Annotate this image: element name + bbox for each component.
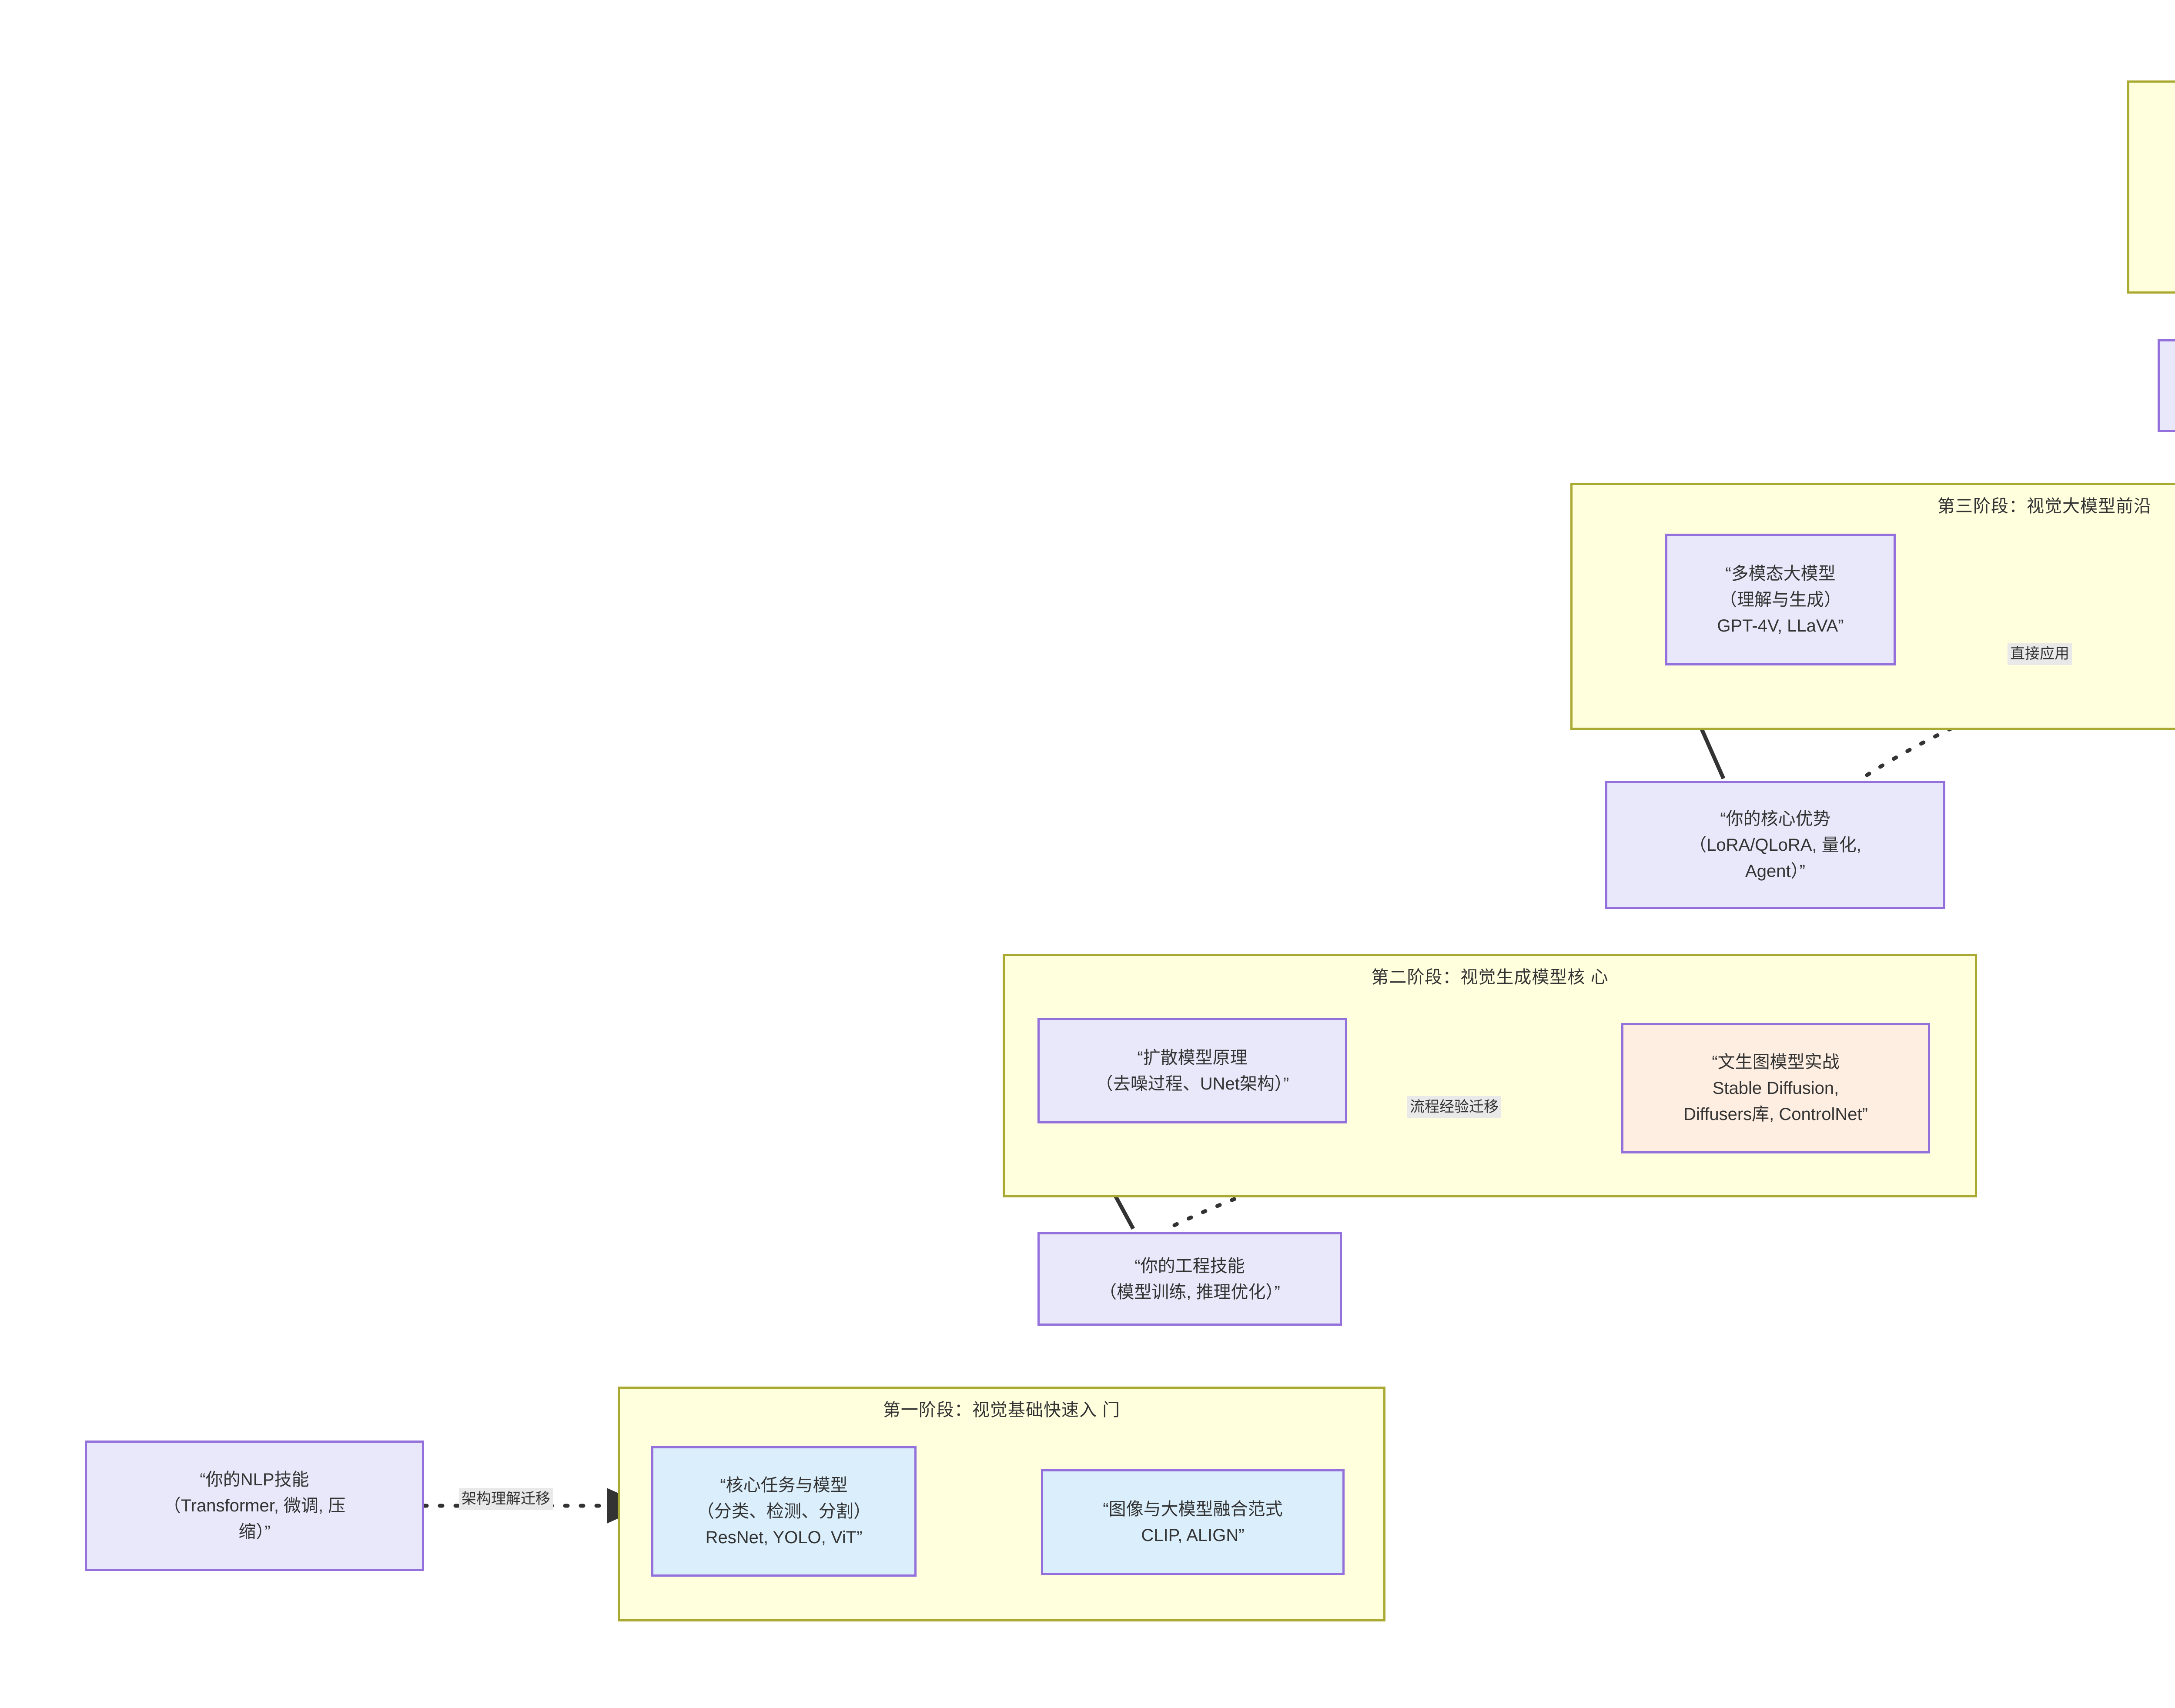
cluster-stage4: 第四阶段：项目与融合应用 [2127,80,2175,294]
node-diffusion-theory[interactable]: “扩散模型原理 （去噪过程、UNet架构）” [1037,1018,1347,1123]
node-multimodal-llm-line2: （理解与生成） [1720,590,1841,609]
node-core-advantage-line2: （LoRA/QLoRA, 量化, [1689,835,1861,855]
node-core-tasks-line3: ResNet, YOLO, ViT” [705,1528,863,1547]
node-image-llm-fusion-line2: CLIP, ALIGN” [1141,1525,1245,1545]
node-core-advantage-line3: Agent）” [1745,861,1805,881]
cluster-stage2-title: 第二阶段：视觉生成模型核 心 [1005,965,1975,990]
node-unique-edge[interactable]: “你的独特竞争力 （多模态, 低代码, Agent）” [2158,339,2175,432]
node-eng-skills[interactable]: “你的工程技能 （模型训练, 推理优化）” [1037,1232,1342,1326]
node-nlp-skills[interactable]: “你的NLP技能 （Transformer, 微调, 压 缩）” [85,1441,424,1571]
node-core-tasks[interactable]: “核心任务与模型 （分类、检测、分割） ResNet, YOLO, ViT” [651,1446,917,1577]
stage1-title-line2: 门 [1102,1400,1121,1420]
node-t2i-practice-line2: Stable Diffusion, [1712,1079,1839,1098]
node-t2i-practice[interactable]: “文生图模型实战 Stable Diffusion, Diffusers库, C… [1621,1023,1930,1153]
cluster-stage4-title: 第四阶段：项目与融合应用 [2129,91,2175,117]
node-core-advantage[interactable]: “你的核心优势 （LoRA/QLoRA, 量化, Agent）” [1605,781,1945,909]
node-unique-edge-line1: “你的独特竞争力 [2164,360,2175,386]
edge-core-advantage-to-stage3 [1699,726,1726,779]
edge-label-arch-transfer: 架构理解迁移 [459,1488,553,1510]
stage1-title-line1: 第一阶段：视觉基础快速入 [883,1400,1097,1420]
node-core-advantage-line1: “你的核心优势 [1720,809,1830,829]
node-eng-skills-line1: “你的工程技能 [1134,1256,1245,1276]
node-multimodal-llm-line1: “多模态大模型 [1725,564,1836,583]
node-nlp-skills-line2: （Transformer, 微调, 压 [163,1496,346,1515]
cluster-stage3-title: 第三阶段：视觉大模型前沿 [1573,494,2175,519]
node-image-llm-fusion[interactable]: “图像与大模型融合范式 CLIP, ALIGN” [1041,1469,1345,1575]
edge-label-process-transfer: 流程经验迁移 [1407,1096,1501,1118]
node-nlp-skills-line1: “你的NLP技能 [200,1470,309,1489]
node-t2i-practice-line1: “文生图模型实战 [1712,1053,1840,1072]
stage3-title-line1: 第三阶段：视觉大模型前沿 [1937,497,2152,516]
stage2-title-line1: 第二阶段：视觉生成模型核 [1371,968,1586,987]
node-core-tasks-line2: （分类、检测、分割） [697,1502,871,1521]
node-multimodal-llm-line3: GPT-4V, LLaVA” [1717,616,1844,635]
node-unique-edge-line2: （多模态, 低代码, Agent）” [2164,386,2175,412]
node-diffusion-theory-line1: “扩散模型原理 [1137,1048,1248,1067]
node-image-llm-fusion-line1: “图像与大模型融合范式 [1103,1499,1283,1519]
stage2-title-line2: 心 [1590,968,1609,987]
node-t2i-practice-line3: Diffusers库, ControlNet” [1683,1105,1868,1124]
node-diffusion-theory-line2: （去噪过程、UNet架构）” [1095,1074,1289,1093]
edge-label-direct-apply: 直接应用 [2008,643,2072,665]
node-nlp-skills-line3: 缩）” [238,1522,271,1541]
node-multimodal-llm[interactable]: “多模态大模型 （理解与生成） GPT-4V, LLaVA” [1665,534,1896,665]
cluster-stage1-title: 第一阶段：视觉基础快速入 门 [620,1397,1383,1423]
node-core-tasks-line1: “核心任务与模型 [720,1476,848,1495]
node-eng-skills-line2: （模型训练, 推理优化）” [1099,1282,1280,1302]
